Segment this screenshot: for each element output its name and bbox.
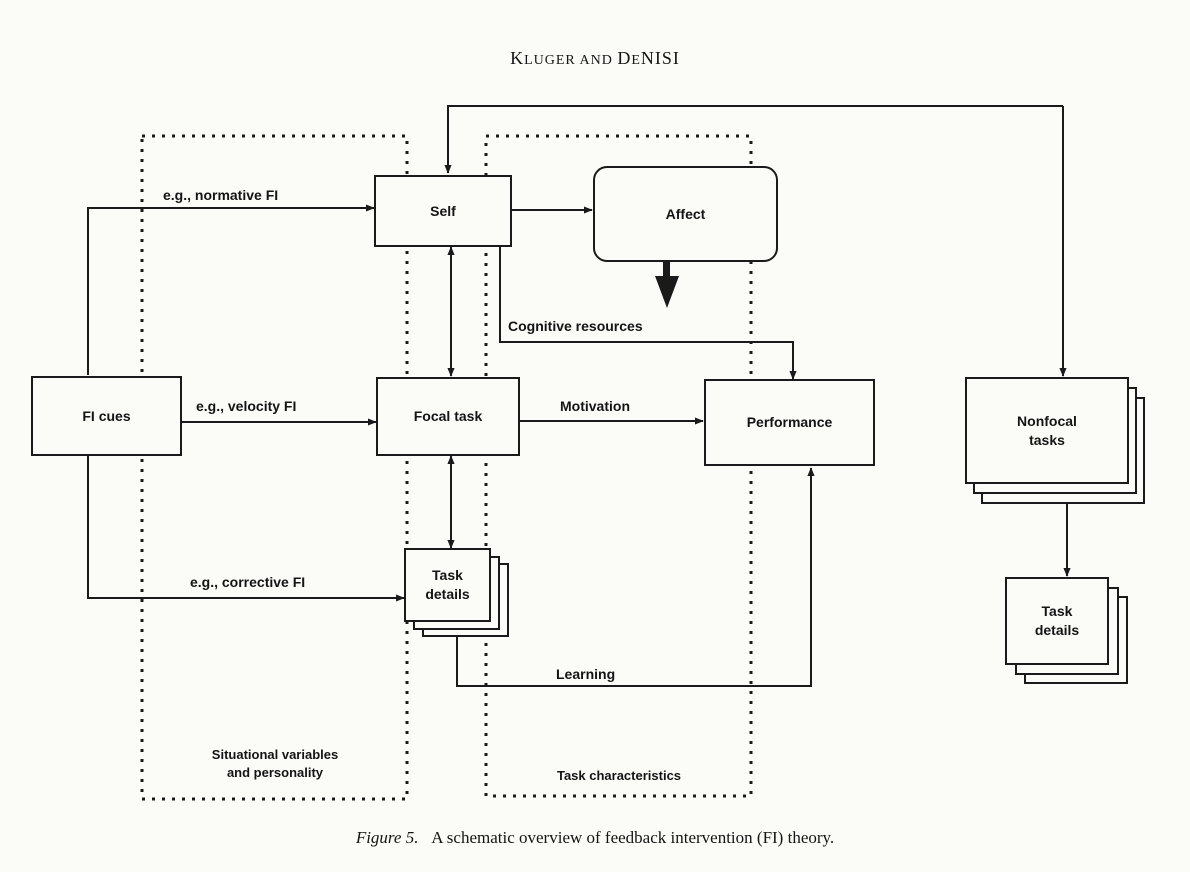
box-focal-task: Focal task [376,377,520,456]
box-self: Self [374,175,512,247]
affect-down-arrow [655,262,679,308]
box-performance: Performance [704,379,875,466]
edge-cognitive-resources [499,247,797,380]
label-normative: e.g., normative FI [163,187,279,203]
label-corrective: e.g., corrective FI [190,574,306,590]
label-motivation: Motivation [560,398,630,414]
region-task-characteristics-label: Task characteristics [556,768,682,783]
running-header: KLUGER AND DENISI [510,48,680,68]
label-cognitive-resources: Cognitive resources [508,318,643,334]
box-task-details-right: Task details [1005,577,1109,665]
box-task-details-left: Task details [404,548,491,622]
edge-learning [456,467,815,687]
label-velocity: e.g., velocity FI [196,398,297,414]
edge-normative [87,204,375,375]
region-situational-label: Situational variables and personality [211,747,339,781]
region-situational-outline [140,134,409,801]
box-nonfocal-tasks: Nonfocal tasks [965,377,1129,484]
edge-corrective [87,456,405,602]
box-affect: Affect [593,166,778,262]
label-learning: Learning [556,666,616,682]
edge-top-loop-self [444,105,1063,174]
region-task-outline [484,134,753,798]
box-fi-cues: FI cues [31,376,182,456]
figure-caption: Figure 5. A schematic overview of feedba… [355,828,835,847]
